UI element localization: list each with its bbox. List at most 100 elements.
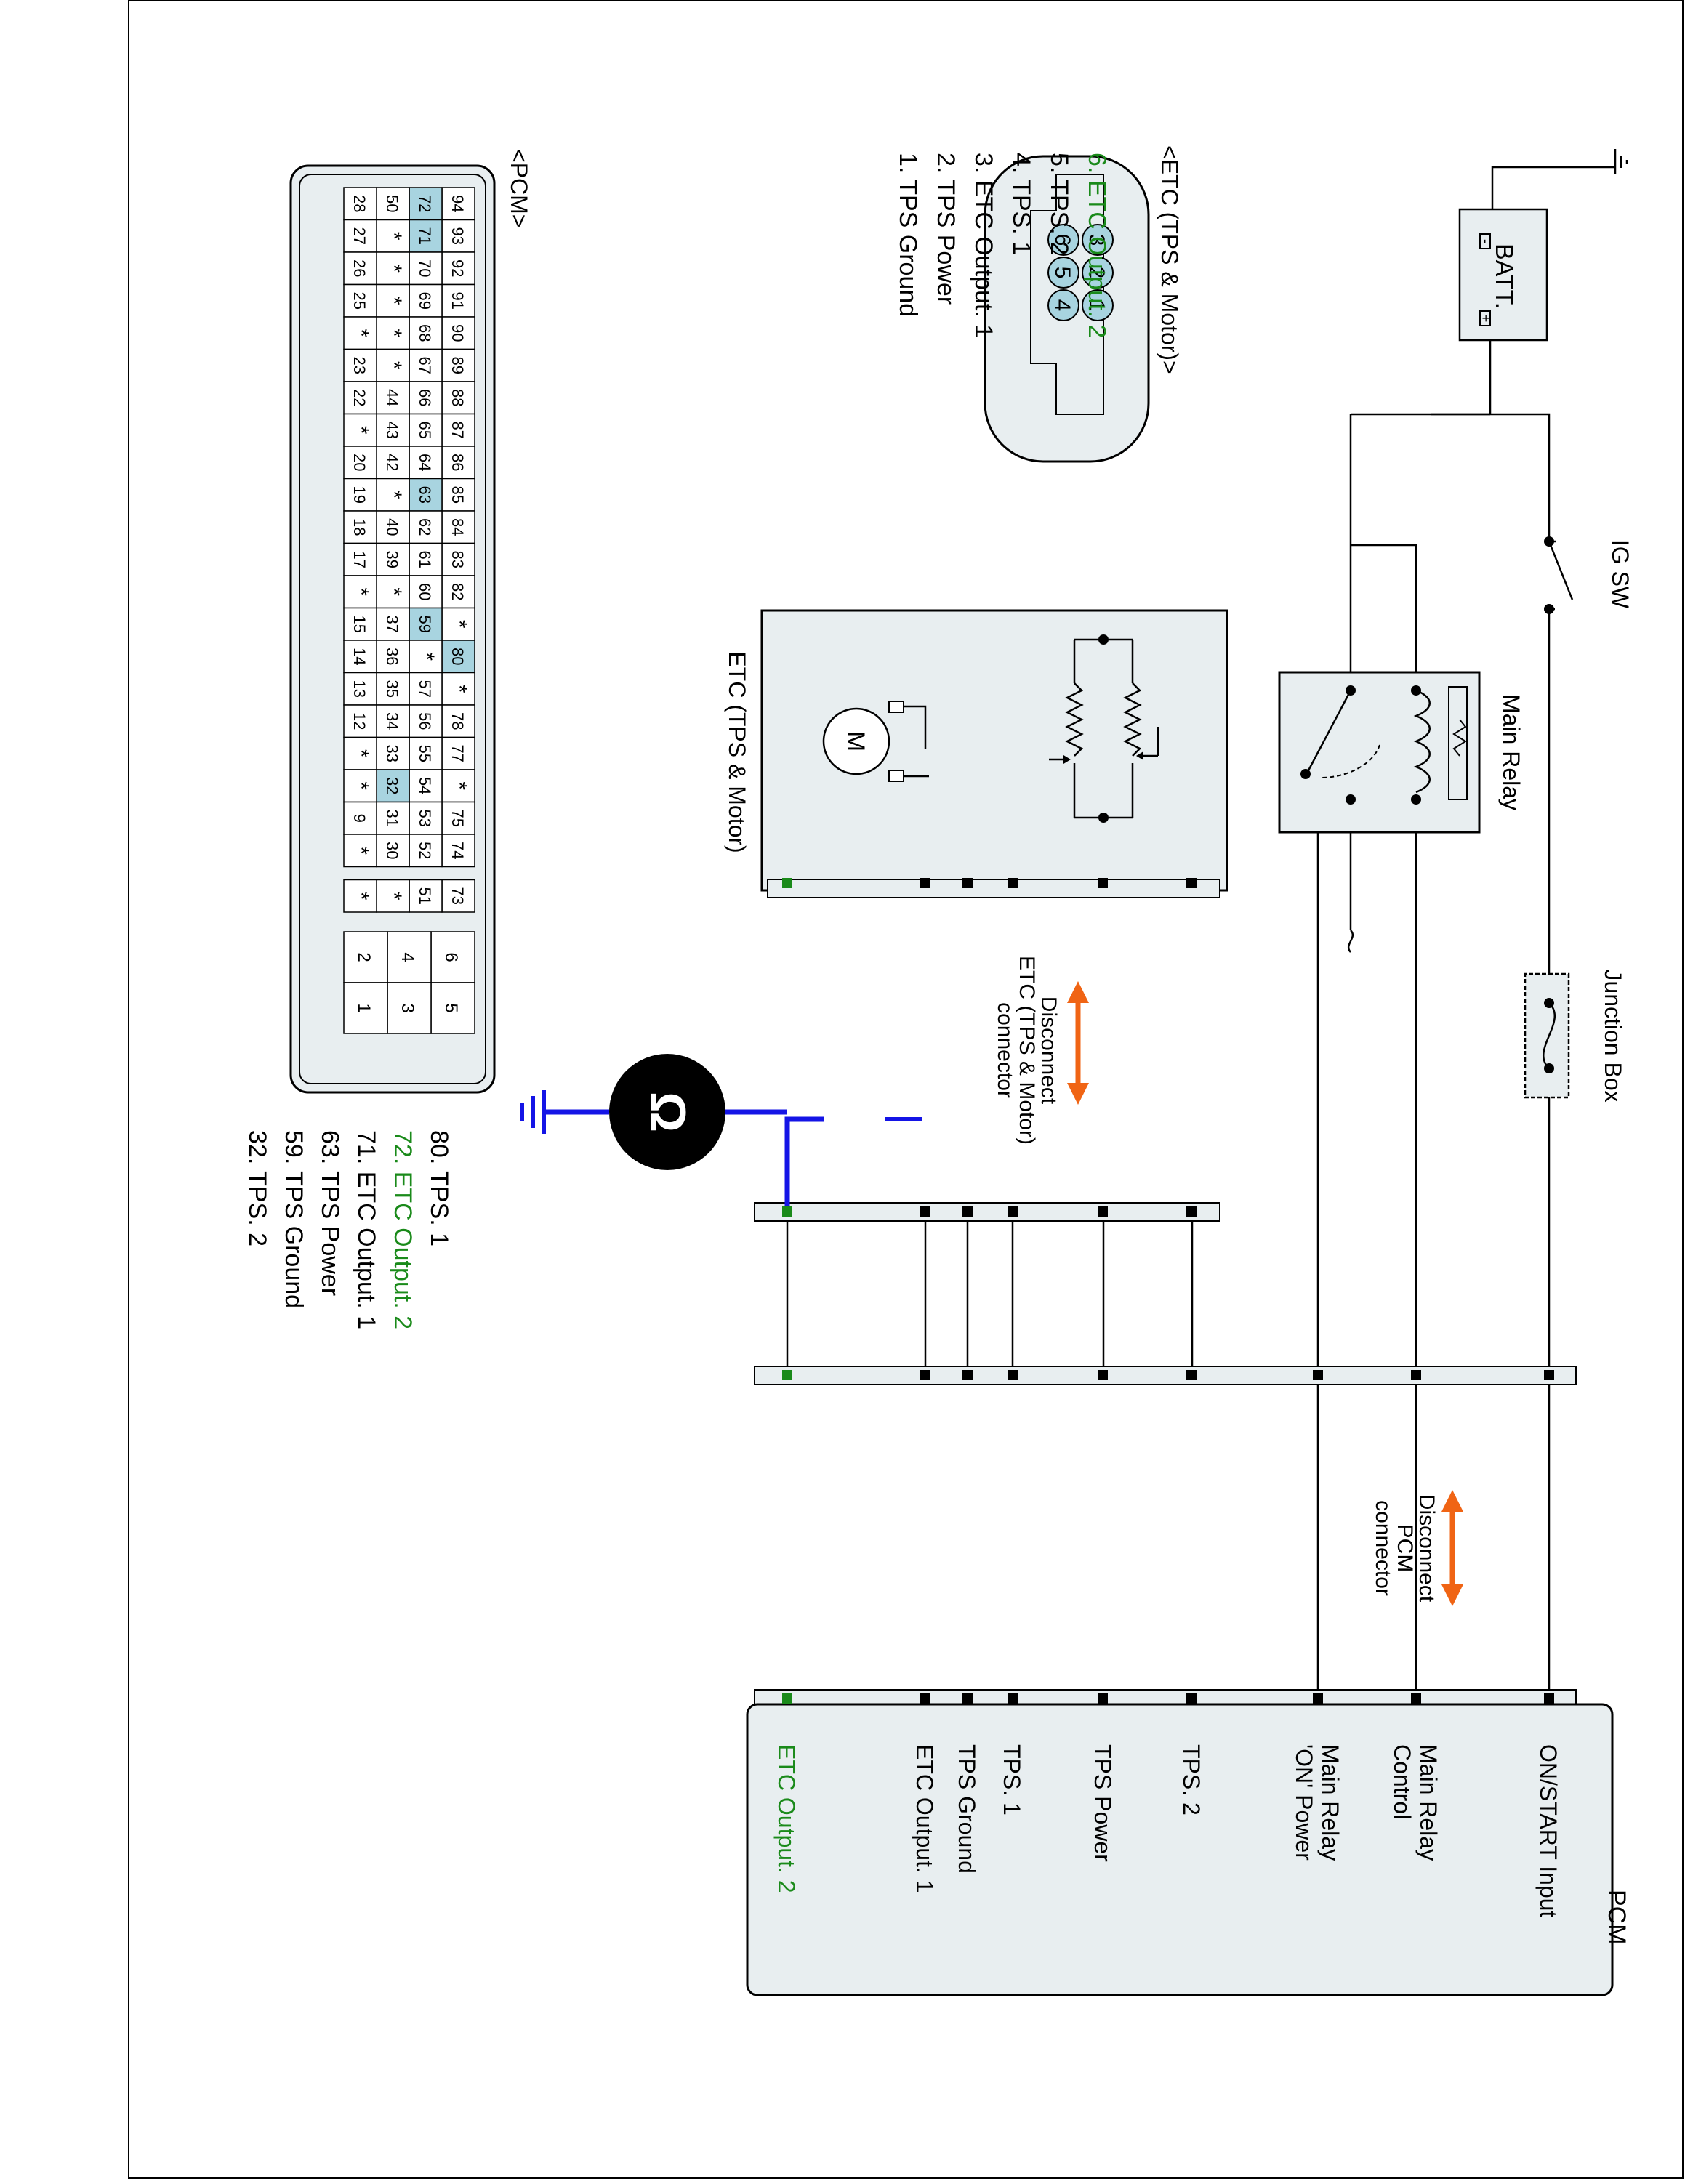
pcm-pin-number: 65: [416, 422, 434, 439]
pcm-pin-number: 59: [416, 616, 434, 633]
etc-pin: [1047, 224, 1079, 256]
pcm-pin-number: *: [349, 587, 373, 596]
etc-pin-label: 5: [1050, 267, 1074, 279]
pcm-title: PCM: [1603, 1890, 1630, 1945]
disconnect-pcm-line2: PCM: [1393, 1524, 1417, 1573]
arrow-icon: [1441, 1490, 1463, 1606]
pcm-pin-number: *: [414, 652, 438, 661]
ground-icon: [520, 1090, 546, 1134]
fuse-icon: [1543, 1002, 1556, 1069]
pcm-pin-number: 22: [350, 389, 369, 406]
inline-connector-pcm: [754, 1366, 1577, 1385]
pcm-pin-number: 94: [449, 195, 467, 212]
pcm-pin-number: 69: [416, 292, 434, 310]
pcm-pin-number: *: [349, 329, 373, 337]
pcm-pin-number: *: [382, 232, 406, 241]
pcm-pin-number: *: [447, 685, 471, 693]
pcm-pin-label: 'ON' Power: [1291, 1744, 1317, 1861]
pcm-pin-number: 90: [449, 324, 467, 342]
pcm-pin-number: 34: [383, 712, 401, 730]
pcm-pin-number: 57: [416, 680, 434, 698]
etc-pin-label: 4: [1050, 299, 1074, 312]
pcm-pin-number: 88: [449, 389, 467, 406]
pcm-pin-number: *: [382, 361, 406, 370]
pcm-pin-number: 55: [416, 745, 434, 762]
pcm-pin-number: *: [349, 749, 373, 758]
pcm-pin-number: 27: [350, 227, 369, 245]
pcm-pin-number: 42: [383, 454, 401, 471]
etc-legend-item: 6. ETC Output. 2: [1083, 153, 1111, 338]
pcm-pin-number: 4: [398, 952, 417, 962]
pcm-pin-label: Main Relay: [1317, 1744, 1343, 1861]
pcm-pin-label: ETC Output. 1: [912, 1744, 938, 1893]
motor-label: M: [842, 731, 869, 751]
pcm-pin-label: TPS Ground: [954, 1744, 980, 1874]
pcm-pin-number: 12: [350, 712, 369, 730]
etc-pin-label: 2: [1085, 267, 1109, 279]
etc-pins: [782, 878, 1197, 888]
pcm-pin-number: 23: [350, 357, 369, 374]
pcm-legend-item: 72. ETC Output. 2: [389, 1130, 417, 1329]
pcm-pin-number: 18: [350, 518, 369, 536]
pcm-pin-number: 78: [449, 712, 467, 730]
disconnect-pcm-line3: connector: [1371, 1500, 1395, 1596]
pcm-pin-label: ETC Output. 2: [773, 1744, 800, 1893]
disconnect-etc-line2: ETC (TPS & Motor): [1015, 956, 1039, 1145]
pcm-pin-number: 75: [449, 810, 467, 827]
pcm-pin-label: TPS. 1: [999, 1744, 1025, 1816]
pcm-pin-number: 40: [383, 518, 401, 536]
pcm-pin-number: 83: [449, 551, 467, 568]
pcm-pin-number: 80: [449, 648, 467, 665]
pcm-pin-number: 19: [350, 486, 369, 504]
etc-module: ETC (TPS & Motor) M: [724, 609, 1228, 898]
pcm-pin-number: 87: [449, 422, 467, 439]
pcm-pin-number: 60: [416, 583, 434, 600]
etc-pin-label: 3: [1085, 234, 1109, 246]
etc-connector-title: <ETC (TPS & Motor)>: [1157, 145, 1183, 374]
pcm-pin-number: 56: [416, 712, 434, 730]
pcm-pin-number: 64: [416, 454, 434, 471]
pcm-pin-number: *: [382, 491, 406, 499]
pcm-legend-item: 71. ETC Output. 1: [353, 1130, 380, 1329]
pcm-pin-number: 84: [449, 518, 467, 536]
pcm-pin-number: *: [382, 329, 406, 337]
pcm-pin-label: ON/START Input: [1535, 1744, 1561, 1917]
disconnect-pcm-line1: Disconnect: [1415, 1494, 1439, 1603]
relay-coil-icon: [1413, 686, 1468, 800]
pcm-pin-number: 85: [449, 486, 467, 504]
pcm-pin-number: 15: [350, 616, 369, 633]
pcm-pin-number: 36: [383, 648, 401, 665]
etc-pin: [1082, 289, 1114, 321]
pcm-pin-number: 17: [350, 551, 369, 568]
pcm-pin-number: 44: [383, 389, 401, 406]
pcm-pin-number: 31: [383, 810, 401, 827]
pcm-pin-number: 93: [449, 227, 467, 245]
pcm-pin-cell: [343, 982, 388, 1034]
oscilloscope-probe-icon: Ω: [609, 1054, 725, 1170]
pcm-pin-number: 25: [350, 292, 369, 310]
pcm-legend-item: 80. TPS. 1: [425, 1130, 453, 1246]
etc-pin: [1047, 289, 1079, 321]
pcm-legend-item: 59. TPS Ground: [280, 1130, 307, 1308]
pcm-pin-number: 71: [416, 227, 434, 245]
pcm-pin-number: *: [382, 892, 406, 900]
pcm-pin-number: 13: [350, 680, 369, 698]
disconnect-etc: Disconnect ETC (TPS & Motor) connector: [993, 956, 1089, 1145]
main-relay: Main Relay: [1278, 671, 1524, 834]
disconnect-etc-line3: connector: [993, 1002, 1017, 1098]
battery-label: BATT.: [1490, 243, 1518, 309]
etc-legend-item: 5. TPS. 2: [1045, 153, 1073, 255]
pcm-harness-wires: [1316, 1385, 1551, 1704]
pcm-pin-number: 26: [350, 259, 369, 277]
pcm-pins: [782, 1693, 1554, 1704]
pcm-pin-grid: 94939291908988878685848382*80*7877*75747…: [343, 187, 475, 1034]
pcm-pin-number: 3: [398, 1003, 417, 1012]
etc-pin-label: 6: [1050, 234, 1074, 246]
junction-box-label: Junction Box: [1600, 969, 1626, 1102]
pcm-pin-number: 67: [416, 357, 434, 374]
etc-pin: [1082, 257, 1114, 289]
